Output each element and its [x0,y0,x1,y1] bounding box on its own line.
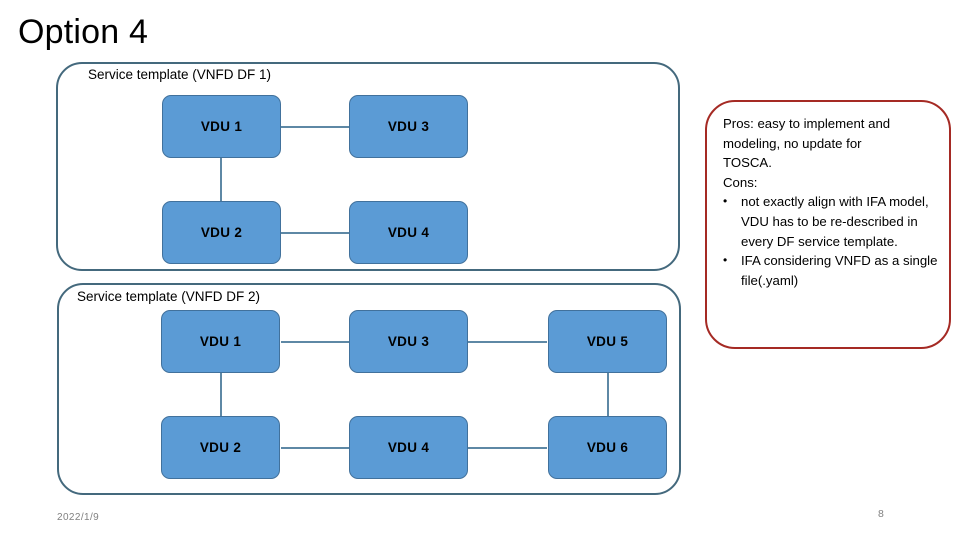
connector-vdu1-vdu3-b [281,341,349,343]
connector-vdu4-vdu6-b [468,447,547,449]
footer-date: 2022/1/9 [57,512,100,523]
connector-vdu2-vdu4-b [281,447,349,449]
connector-vdu2-vdu4 [281,232,349,234]
callout-bullet-item: • IFA considering VNFD as a single file(… [723,251,939,290]
connector-vdu1-vdu3 [281,126,349,128]
page-title: Option 4 [18,13,149,51]
service-template-container-1 [56,62,680,271]
callout-bullet-text: not exactly align with IFA model, VDU ha… [741,194,929,249]
vdu-node-label: VDU 1 [199,334,242,349]
connector-vdu1-vdu2 [220,158,222,202]
bullet-icon: • [723,253,728,268]
pros-cons-callout: Pros: easy to implement and modeling, no… [705,100,951,349]
vdu-node-label: VDU 4 [387,225,430,240]
vdu-node[interactable]: VDU 1 [161,310,280,373]
vdu-node[interactable]: VDU 4 [349,416,468,479]
callout-pros-line-2: modeling, no update for [723,135,862,151]
vdu-node[interactable]: VDU 5 [548,310,667,373]
connector-vdu1-vdu2-b [220,373,222,417]
service-template-label-1: Service template (VNFD DF 1) [86,66,274,83]
vdu-node[interactable]: VDU 3 [349,95,468,158]
service-template-container-2 [57,283,681,495]
vdu-node[interactable]: VDU 1 [162,95,281,158]
callout-pros-line-3: TOSCA. [723,155,772,171]
vdu-node-label: VDU 2 [199,440,242,455]
connector-vdu3-vdu5-b [468,341,547,343]
vdu-node-label: VDU 5 [586,334,629,349]
callout-pros-line-1: Pros: easy to implement and [723,116,891,131]
vdu-node[interactable]: VDU 2 [161,416,280,479]
service-template-label-2: Service template (VNFD DF 2) [75,288,263,305]
vdu-node-label: VDU 4 [387,440,430,455]
vdu-node[interactable]: VDU 3 [349,310,468,373]
vdu-node[interactable]: VDU 4 [349,201,468,264]
vdu-node-label: VDU 3 [387,334,430,349]
vdu-node-label: VDU 3 [387,119,430,134]
vdu-node-label: VDU 1 [200,119,243,134]
vdu-node-label: VDU 2 [200,225,243,240]
vdu-node-label: VDU 6 [586,440,629,455]
callout-cons-heading: Cons: [723,174,758,190]
bullet-icon: • [723,194,728,209]
connector-vdu5-vdu6-b [607,373,609,417]
vdu-node[interactable]: VDU 6 [548,416,667,479]
footer-page-number: 8 [878,508,884,520]
callout-bullet-item: • not exactly align with IFA model, VDU … [723,192,939,251]
callout-bullet-text: IFA considering VNFD as a single file(.y… [741,253,938,288]
vdu-node[interactable]: VDU 2 [162,201,281,264]
